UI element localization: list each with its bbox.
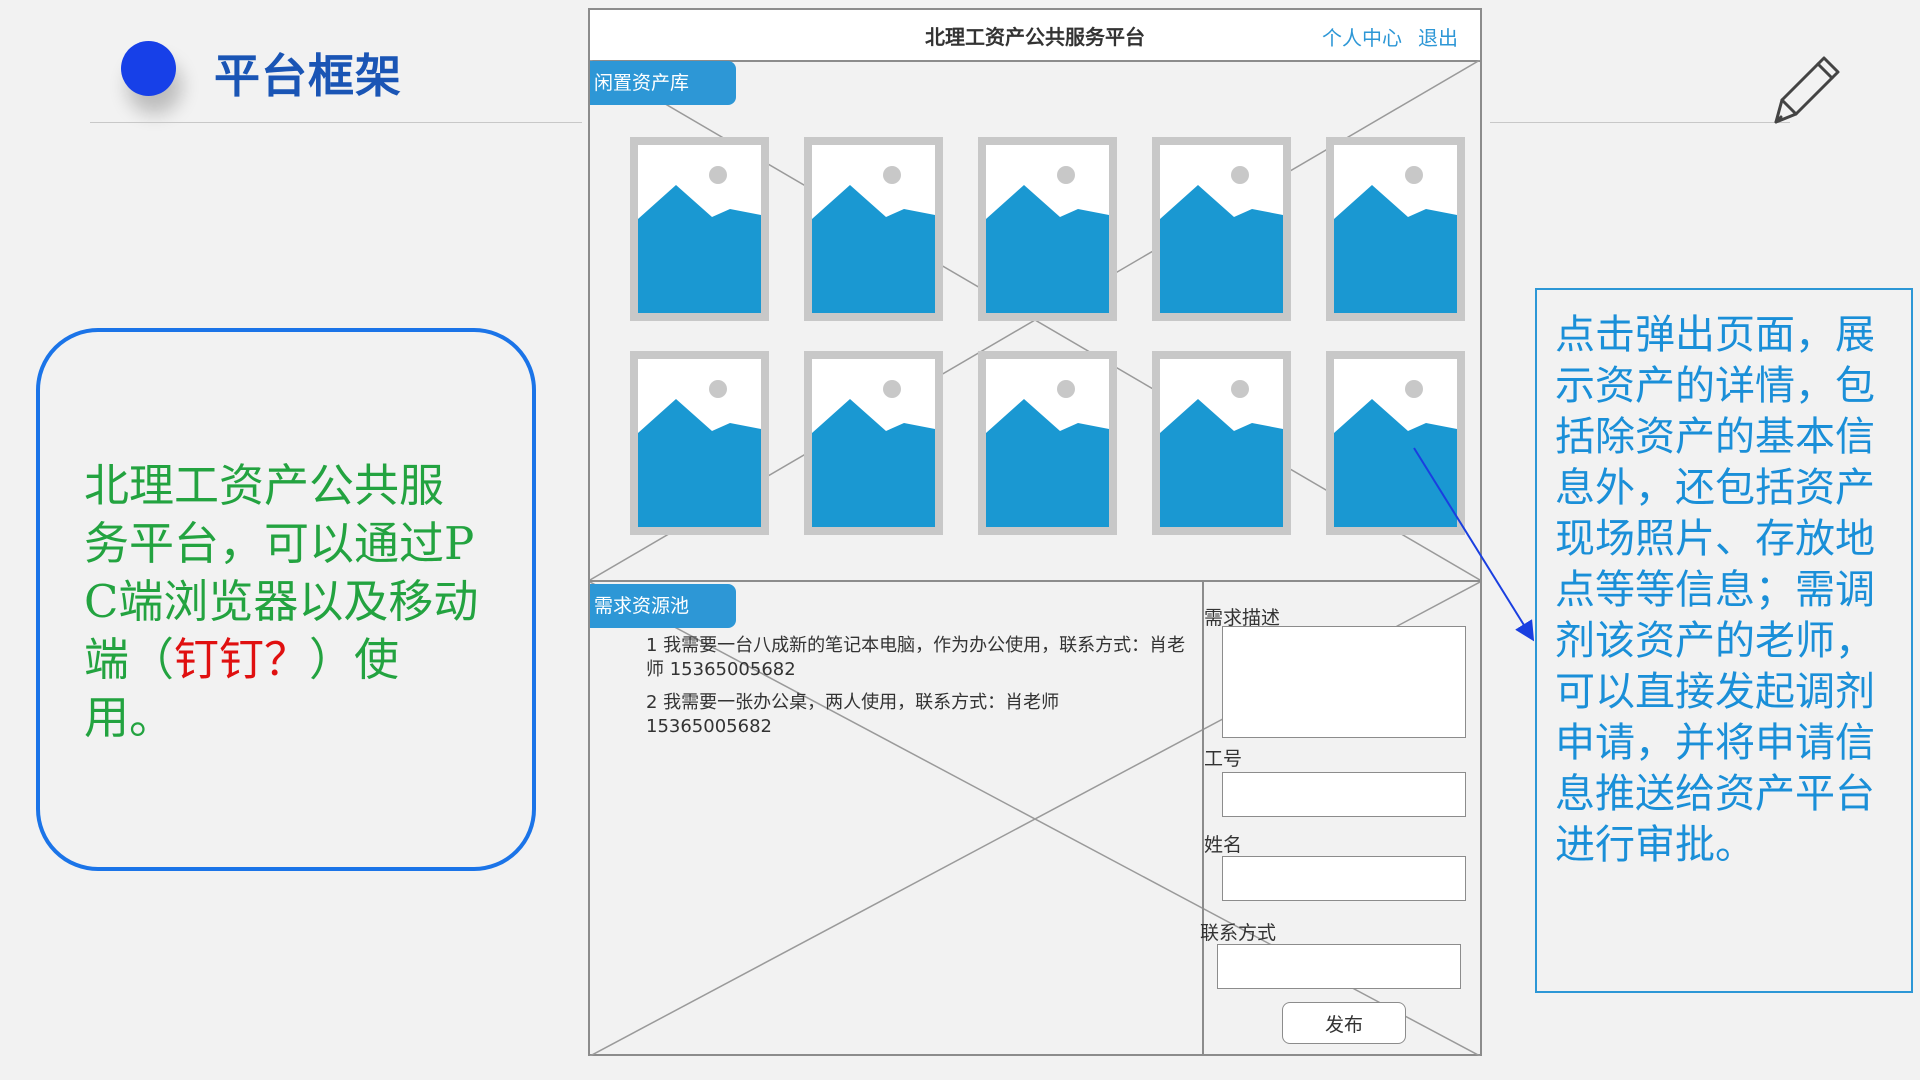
image-placeholder-icon — [812, 380, 935, 527]
asset-image-card[interactable] — [978, 137, 1117, 321]
contact-input[interactable] — [1217, 944, 1461, 989]
contact-label: 联系方式 — [1200, 922, 1277, 944]
image-placeholder-icon — [1334, 166, 1457, 313]
demand-list-item[interactable]: 1 我需要一台八成新的笔记本电脑，作为办公使用，联系方式：肖老师 1536500… — [646, 635, 1186, 680]
asset-image-card[interactable] — [1152, 351, 1291, 535]
asset-image-card[interactable] — [630, 137, 769, 321]
title-bullet-dot — [121, 41, 176, 96]
note-text-part: 北理工资产公共服务平台，可以通过PC端浏览器以及移动端（ — [84, 459, 479, 686]
asset-image-card[interactable] — [804, 351, 943, 535]
slide-title: 平台框架 — [214, 49, 402, 103]
asset-image-card[interactable] — [978, 351, 1117, 535]
asset-detail-note: 点击弹出页面，展示资产的详情，包括除资产的基本信息外，还包括资产现场照片、存放地… — [1535, 288, 1913, 993]
section-divider — [590, 580, 1480, 582]
asset-image-card[interactable] — [630, 351, 769, 535]
image-placeholder-icon — [638, 166, 761, 313]
image-placeholder-icon — [1160, 380, 1283, 527]
tab-demand-pool[interactable]: 需求资源池 — [590, 584, 736, 628]
personal-center-link[interactable]: 个人中心 — [1322, 26, 1402, 50]
wireframe-header: 北理工资产公共服务平台 个人中心 退出 — [590, 10, 1480, 62]
image-placeholder-icon — [986, 166, 1109, 313]
image-placeholder-icon — [638, 380, 761, 527]
platform-wireframe: 北理工资产公共服务平台 个人中心 退出 闲置资产库 — [588, 8, 1482, 1056]
wireframe-title: 北理工资产公共服务平台 — [925, 25, 1145, 49]
description-label: 需求描述 — [1204, 607, 1281, 629]
image-placeholder-icon — [1160, 166, 1283, 313]
asset-detail-text: 点击弹出页面，展示资产的详情，包括除资产的基本信息外，还包括资产现场照片、存放地… — [1555, 312, 1875, 868]
form-divider — [1202, 582, 1204, 1056]
title-rule-right — [1490, 122, 1790, 123]
name-input[interactable] — [1222, 856, 1466, 901]
image-placeholder-icon — [812, 166, 935, 313]
description-textarea[interactable] — [1222, 626, 1466, 738]
note-highlight-text: 钉钉？ — [174, 633, 310, 686]
asset-image-card[interactable] — [1326, 137, 1465, 321]
asset-image-card[interactable] — [1326, 351, 1465, 535]
title-rule-left — [90, 122, 582, 123]
staff-id-label: 工号 — [1204, 748, 1243, 770]
note-text-part: ）使用。 — [84, 633, 400, 744]
image-placeholder-icon — [1334, 380, 1457, 527]
asset-image-card[interactable] — [1152, 137, 1291, 321]
staff-id-input[interactable] — [1222, 772, 1466, 817]
name-label: 姓名 — [1204, 834, 1243, 856]
tab-idle-assets[interactable]: 闲置资产库 — [590, 61, 736, 105]
platform-access-note: 北理工资产公共服务平台，可以通过PC端浏览器以及移动端（钉钉？）使用。 — [36, 328, 536, 871]
image-placeholder-icon — [986, 380, 1109, 527]
pen-icon — [1774, 56, 1840, 124]
logout-link[interactable]: 退出 — [1418, 26, 1458, 50]
asset-image-card[interactable] — [804, 137, 943, 321]
demand-list-item[interactable]: 2 我需要一张办公桌，两人使用，联系方式：肖老师 15365005682 — [646, 692, 1060, 737]
publish-button[interactable]: 发布 — [1282, 1002, 1406, 1044]
platform-access-text: 北理工资产公共服务平台，可以通过PC端浏览器以及移动端（钉钉？）使用。 — [84, 457, 484, 747]
